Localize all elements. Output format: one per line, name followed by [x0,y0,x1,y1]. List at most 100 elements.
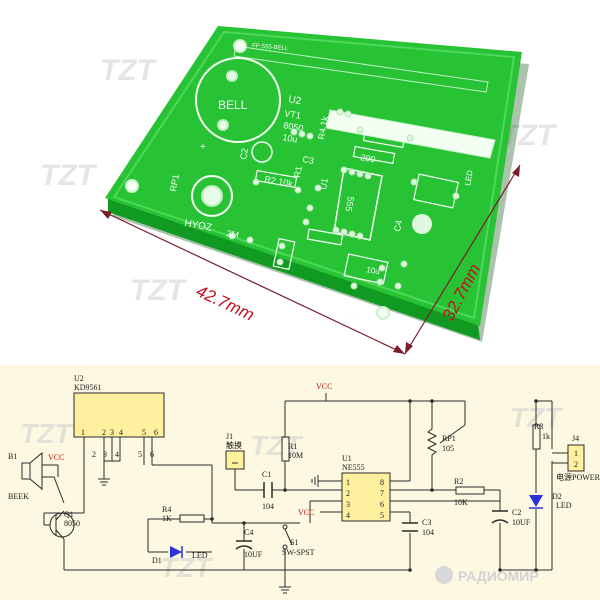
r2-resistor: R2 10K [454,477,485,507]
schematic: TZT TZT TZT TZT U2 KD9561 1 2 3 4 5 6 2 … [0,365,600,600]
mount-hole [125,179,139,193]
d2-ref: D2 [552,492,562,501]
r1-resistor: R1 10M [281,436,303,462]
u1-pin-1: 1 [346,478,350,487]
u1-pin-6: 6 [380,500,384,509]
j1-name: 触摸 [226,440,242,450]
mount-hole [233,39,247,53]
q1-ref: Q1 [64,510,74,519]
logo-text: РАДИОМИР [458,568,539,584]
d1-led: D1 LED [152,546,208,565]
r1-value: 10M [288,451,303,460]
cap-outline [412,214,432,234]
pads [228,108,460,290]
silk-10u: 10u [282,132,299,144]
silk-led: LED [463,169,475,186]
c2-cap: C2 10UF [491,508,531,527]
pot-outline [191,175,233,217]
r3-value: 1k [542,432,550,441]
u1-pin-8: 8 [380,478,384,487]
silk-10u-2: 10u [366,265,381,276]
vcc-label-u1: VCC [298,508,314,517]
silk-rp1: RP1 [168,173,181,192]
u1-pin-3: 3 [346,500,350,509]
buzzer-outline [195,57,281,143]
c3-ref: C3 [422,518,431,527]
d2-led: D2 LED [529,492,572,510]
u2-pin-3: 3 [110,428,114,437]
d2-type: LED [556,501,572,510]
s1-ref: S1 [290,538,298,547]
b1-name: BEEK [8,492,29,501]
pcb-board [105,26,522,326]
u2-ref: U2 [74,374,84,383]
rp1-pot: RP1 105 [426,425,456,461]
u2-pin-6: 6 [154,428,158,437]
watermark: TZT [40,159,98,192]
u2-pin-1: 1 [81,428,85,437]
j4-power: J4 1 2 电源POWER [556,434,600,482]
silk-r4: R4 1k [316,115,330,140]
vcc-label-b1: VCC [48,453,64,462]
s1-switch: S1 SW-SPST [282,524,315,557]
c1-ref: C1 [262,470,271,479]
watermark: TZT [250,430,304,461]
watermark: TZT [160,552,214,583]
resistor-outline [254,169,298,189]
q1-transistor: Q1 8050 [49,510,80,540]
silk-plus: + [200,142,206,153]
silk-u1: U1 [318,177,330,190]
silk-p1: P1 [345,310,359,323]
u1-pin-7: 7 [380,489,384,498]
c4-ref: C4 [244,528,253,537]
resistor-outline [352,145,396,165]
rp1-ref: RP1 [442,434,456,443]
silk-serial: FP-555-BELL [252,43,289,52]
rp1-value: 105 [442,444,454,453]
s1-type: SW-SPST [282,548,315,557]
c4-cap: C4 10UF [235,528,263,559]
header-outline [272,237,296,271]
j1-touch: J1 触摸 [225,432,245,470]
u2-pin-2: 2 [102,428,106,437]
r4-resistor: R4 1K [162,505,205,523]
q1-part: 8050 [64,519,80,528]
c4-value: 10UF [244,550,263,559]
c2-ref: C2 [512,508,521,517]
c1-value: 104 [262,502,274,511]
switch-outline [343,253,389,285]
b1-ref: B1 [8,452,17,461]
junctions [210,399,538,572]
silk-vt1: VT1 [284,108,302,121]
watermark: TZT [130,274,188,307]
j1-ref: J1 [226,432,233,441]
c3-value: 104 [422,528,434,537]
silk-c2: C2 [238,147,250,160]
u1-ne555: U1 NE555 1 2 3 4 8 7 6 5 [341,454,391,522]
silk-555: 555 [343,196,355,213]
u1-pin-2: 2 [346,489,350,498]
c1-cap: C1 104 [262,470,274,511]
u2-part: KD9561 [74,383,102,392]
c3-cap: C3 104 [402,518,434,537]
silk-8050: 8050 [283,120,304,133]
j4-pin-1: 1 [574,449,578,458]
mount-hole [376,306,390,320]
resistor-outline [362,129,406,149]
u1-part: NE555 [342,463,365,472]
silk-u2: U2 [287,94,302,107]
u2-pin-5: 5 [142,428,146,437]
c2-value: 10UF [512,518,531,527]
u2-pin-4: 4 [119,428,123,437]
radiomir-logo: РАДИОМИР [435,566,539,584]
silk-hyoz: HYOZ [183,218,212,234]
silk-r2: R2 10k [264,174,294,189]
r1-ref: R1 [288,442,297,451]
resistor-outline [306,228,344,246]
d1-type: LED [192,551,208,560]
r3-ref: R3 [534,422,543,431]
silk-c3: C3 [302,154,315,166]
r4-ref: R4 [162,505,171,514]
r2-ref: R2 [454,477,463,486]
